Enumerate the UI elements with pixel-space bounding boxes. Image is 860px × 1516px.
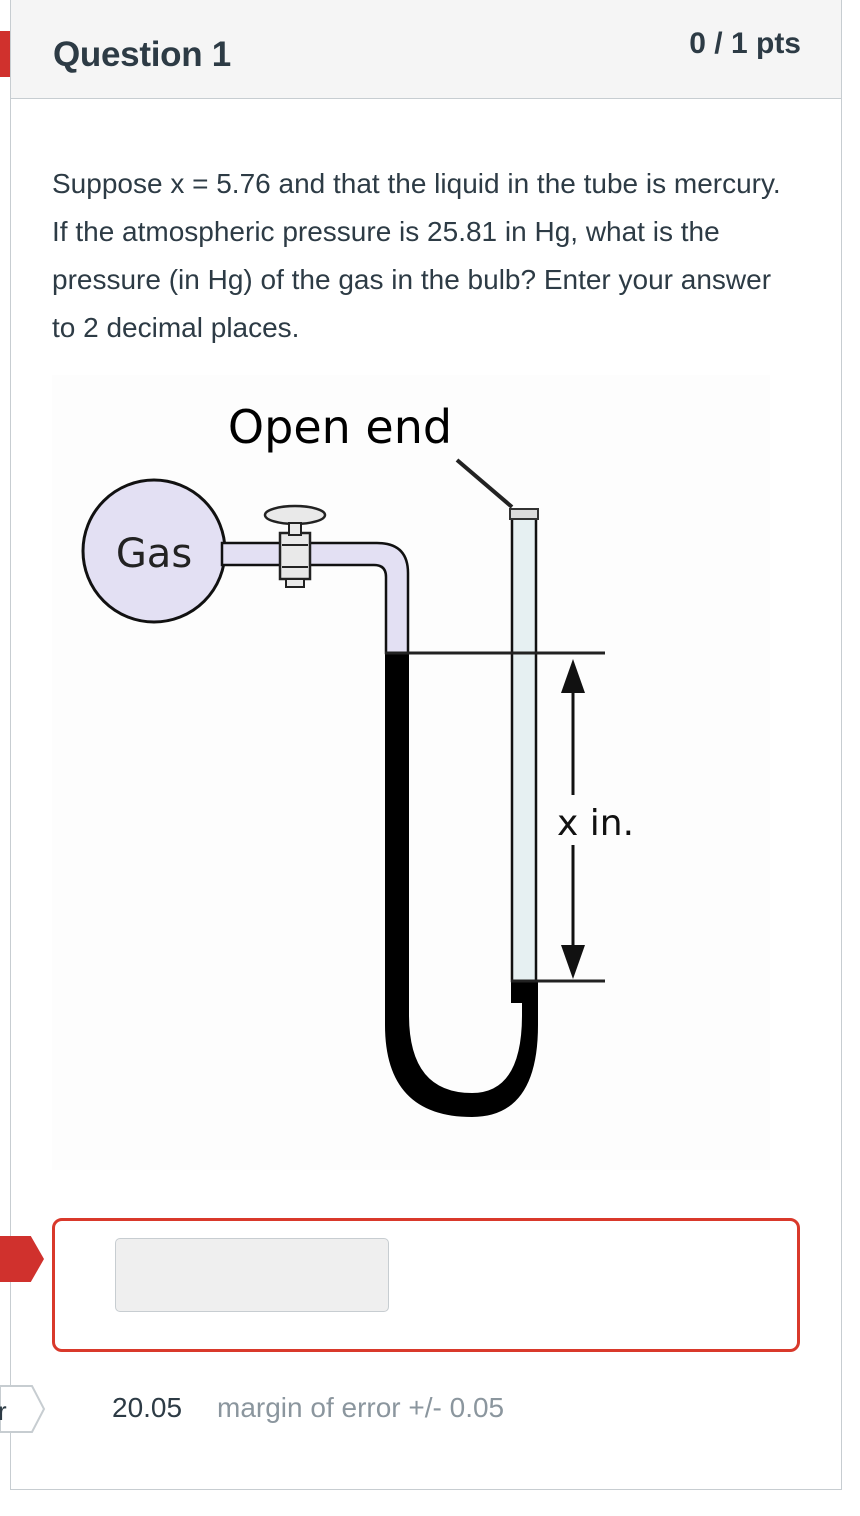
connecting-tube — [220, 541, 410, 655]
x-dimension-label: x in. — [557, 803, 634, 844]
manometer-diagram: Open end Gas x in. — [81, 400, 634, 1117]
mercury-column — [385, 653, 538, 1117]
arrow-down-icon — [561, 945, 585, 979]
margin-of-error-text: margin of error +/- 0.05 — [217, 1392, 505, 1423]
open-arm-tube — [510, 509, 538, 983]
open-end-pointer — [455, 458, 514, 509]
question-text: Suppose x = 5.76 and that the liquid in … — [52, 168, 781, 343]
stopcock-handle — [263, 504, 327, 526]
answer-input[interactable] — [115, 1238, 389, 1312]
question-points: 0 / 1 pts — [689, 27, 801, 60]
arrow-up-icon — [561, 659, 585, 693]
correct-answer-flag — [0, 1385, 46, 1433]
gas-label: Gas — [116, 531, 192, 577]
manometer-figure: Open end Gas x in. — [52, 375, 770, 1170]
question-header: Question 1 0 / 1 pts — [11, 0, 841, 99]
question-title: Question 1 — [53, 35, 231, 74]
correct-answer-flag-label: r — [0, 1396, 7, 1426]
open-end-label: Open end — [228, 400, 452, 454]
correct-answer-value: 20.05 — [112, 1392, 183, 1423]
stopcock-valve — [278, 531, 312, 581]
